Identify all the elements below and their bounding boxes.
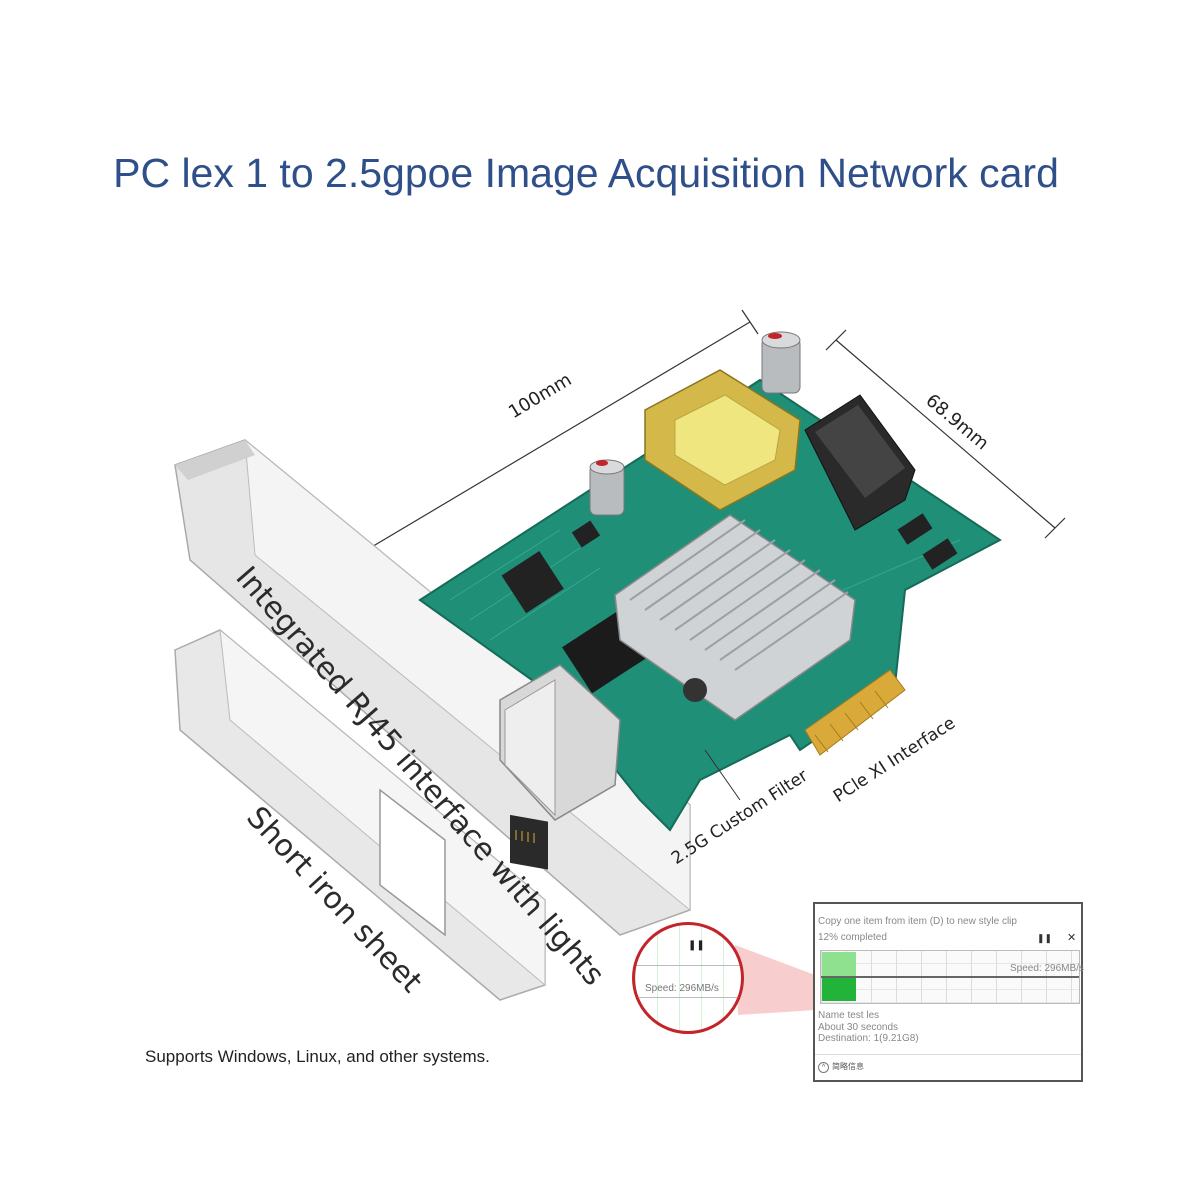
less-details-button[interactable]: ^简略信息 bbox=[818, 1061, 864, 1073]
heatsink bbox=[614, 514, 856, 721]
graph-fill-light bbox=[822, 952, 856, 976]
graph-fill-dark bbox=[822, 978, 856, 1001]
close-icon[interactable]: ✕ bbox=[1067, 932, 1077, 944]
less-details-label: 简略信息 bbox=[832, 1062, 864, 1071]
power-connector bbox=[804, 394, 916, 531]
pause-icon[interactable]: ❚❚ bbox=[1037, 933, 1053, 943]
capacitor-small bbox=[589, 459, 625, 516]
pcie-gold-fingers bbox=[804, 669, 906, 756]
chevron-up-icon: ^ bbox=[818, 1062, 829, 1073]
speed-text: Speed: 296MB/s bbox=[1010, 963, 1084, 974]
short-bracket bbox=[174, 628, 546, 1001]
zoom-cone bbox=[735, 945, 815, 1015]
chip-small bbox=[571, 520, 601, 548]
destination-text: Destination: 1(9.21G8) bbox=[818, 1033, 919, 1044]
mosfet-2 bbox=[922, 538, 958, 570]
os-support-text: Supports Windows, Linux, and other syste… bbox=[145, 1047, 490, 1066]
dialog-divider bbox=[815, 1054, 1081, 1055]
transformer bbox=[644, 369, 801, 511]
file-name-text: Name test les bbox=[818, 1010, 880, 1021]
controller-chip bbox=[501, 551, 564, 614]
page-title: PC lex 1 to 2.5gpoe Image Acquisition Ne… bbox=[113, 150, 1059, 196]
progress-text: 12% completed bbox=[818, 932, 887, 943]
mosfet bbox=[897, 513, 933, 545]
dialog-title: Copy one item from item (D) to new style… bbox=[818, 916, 1017, 927]
time-remaining-text: About 30 seconds bbox=[818, 1022, 899, 1033]
filter-pointer bbox=[704, 749, 741, 801]
graph-divider bbox=[635, 965, 741, 966]
pause-icon: ❚❚ bbox=[688, 940, 705, 951]
zoom-magnifier: ❚❚ Speed: 296MB/s bbox=[632, 922, 744, 1034]
graph-speed-line bbox=[821, 976, 1079, 978]
transfer-speed-graph bbox=[820, 950, 1080, 1004]
capacitor-large bbox=[761, 331, 801, 394]
graph-divider bbox=[635, 997, 741, 998]
height-dimension-line bbox=[825, 329, 1066, 539]
magnified-speed-text: Speed: 296MB/s bbox=[645, 983, 719, 994]
file-copy-dialog: Copy one item from item (D) to new style… bbox=[813, 902, 1084, 1082]
rj45-jack bbox=[499, 664, 621, 870]
